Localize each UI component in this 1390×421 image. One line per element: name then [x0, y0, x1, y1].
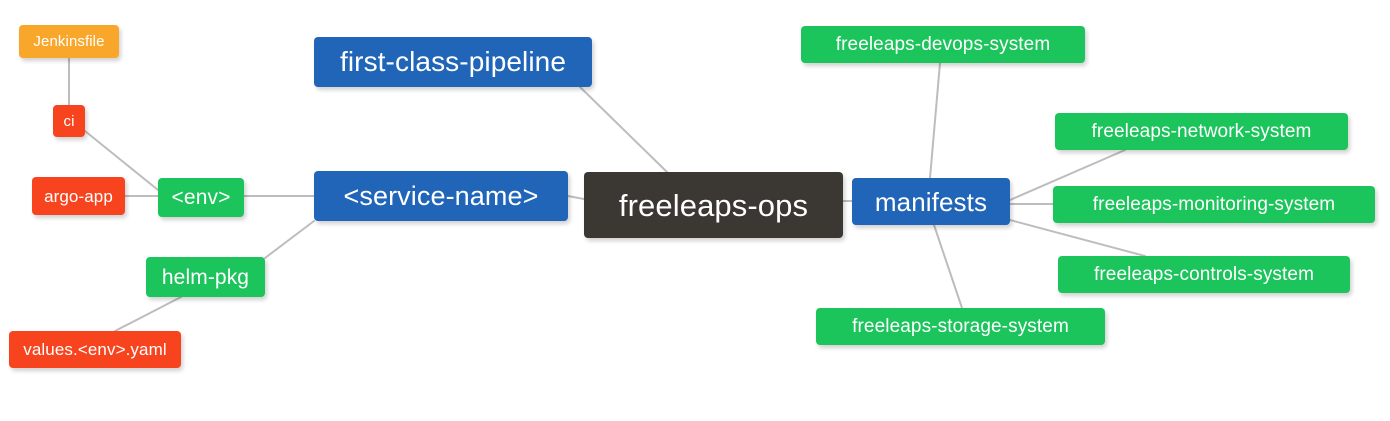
edge-first-class-pipeline-to-freeleaps-ops [579, 86, 668, 173]
edge-manifests-to-controls-system [1009, 219, 1146, 257]
edge-manifests-to-storage-system [933, 224, 963, 309]
edge-helm-pkg-to-values-yaml [114, 296, 182, 332]
node-controls-system[interactable]: freeleaps-controls-system [1058, 256, 1350, 293]
node-first-class-pipeline[interactable]: first-class-pipeline [314, 37, 592, 87]
node-argo-app[interactable]: argo-app [32, 177, 125, 215]
node-service-name[interactable]: <service-name> [314, 171, 568, 221]
node-monitoring-system[interactable]: freeleaps-monitoring-system [1053, 186, 1375, 223]
node-ci[interactable]: ci [53, 105, 85, 137]
node-env[interactable]: <env> [158, 178, 244, 217]
edge-service-name-to-freeleaps-ops [567, 195, 585, 200]
node-network-system[interactable]: freeleaps-network-system [1055, 113, 1348, 150]
edge-manifests-to-devops-system [929, 62, 941, 179]
node-helm-pkg[interactable]: helm-pkg [146, 257, 265, 297]
edge-service-name-to-helm-pkg [264, 220, 315, 259]
node-jenkinsfile[interactable]: Jenkinsfile [19, 25, 119, 58]
node-freeleaps-ops[interactable]: freeleaps-ops [584, 172, 843, 238]
node-values-yaml[interactable]: values.<env>.yaml [9, 331, 181, 368]
node-devops-system[interactable]: freeleaps-devops-system [801, 26, 1085, 63]
node-manifests[interactable]: manifests [852, 178, 1010, 225]
node-storage-system[interactable]: freeleaps-storage-system [816, 308, 1105, 345]
